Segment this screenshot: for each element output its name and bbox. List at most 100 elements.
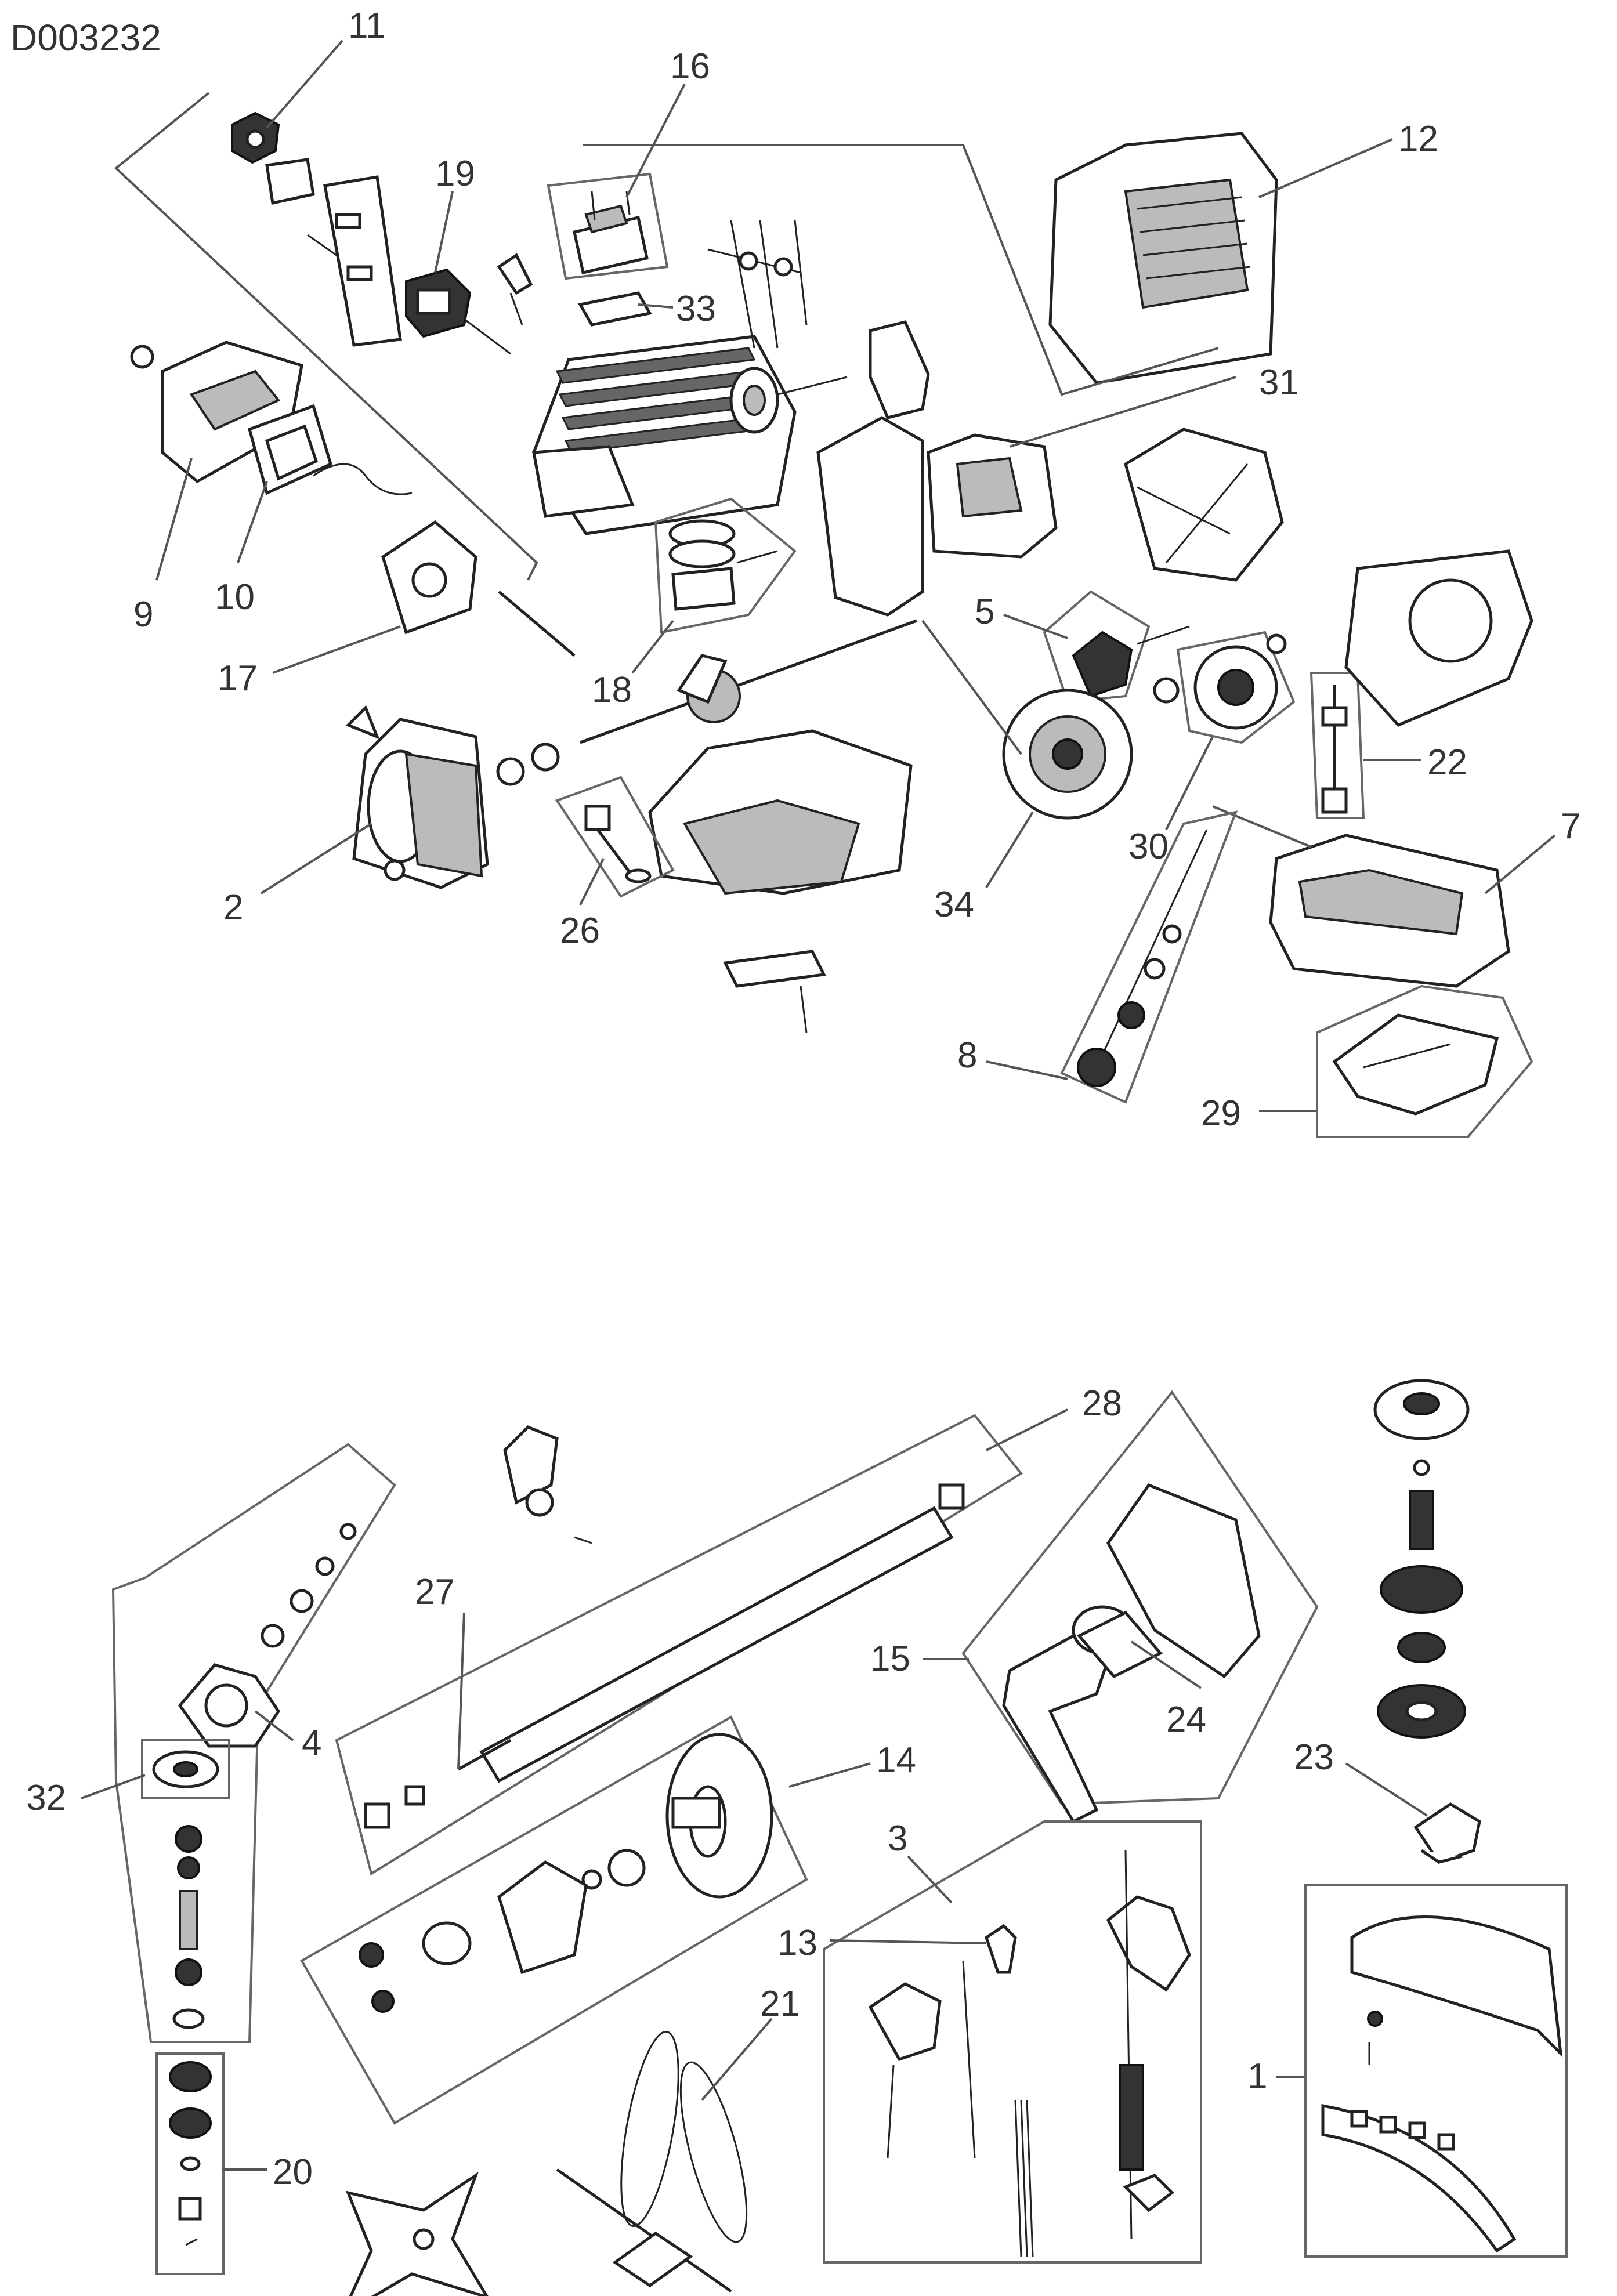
part-22-group-box — [1309, 672, 1365, 819]
part-12-engine-cover — [1048, 132, 1278, 385]
part-label-15: 15 — [870, 1639, 910, 1679]
part-label-13: 13 — [777, 1923, 817, 1963]
leader-26 — [579, 858, 605, 906]
part-21-harness — [556, 2030, 748, 2293]
part-label-8: 8 — [957, 1035, 977, 1075]
part-label-17: 17 — [218, 658, 258, 698]
part-26-component — [584, 805, 652, 883]
part-label-4: 4 — [302, 1723, 321, 1763]
part-8-group-box — [1060, 810, 1238, 1104]
leader-11-frame — [114, 92, 538, 581]
crankcase — [648, 729, 913, 1033]
leader-19 — [434, 191, 454, 273]
part-20-blade-holder — [169, 2061, 212, 2246]
part-label-10: 10 — [215, 577, 255, 617]
valve-train-assembly — [707, 220, 930, 434]
leader-11 — [266, 39, 343, 129]
leader-12 — [1258, 138, 1393, 198]
leader-17 — [272, 625, 401, 674]
leader-7 — [1484, 834, 1556, 895]
part-29-group-box — [1316, 984, 1533, 1138]
leader-5 — [1003, 614, 1068, 639]
part-label-21: 21 — [760, 1984, 800, 2024]
leader-32 — [81, 1774, 146, 1799]
leader-crank-flywheel — [921, 620, 1022, 755]
engine-cylinder — [532, 335, 797, 535]
part-32-bearing-plate — [152, 1750, 219, 1788]
part-label-19: 19 — [435, 154, 475, 194]
leader-13 — [829, 1939, 987, 1944]
part-label-12: 12 — [1398, 119, 1438, 159]
leader-27 — [457, 1612, 465, 1770]
part-13-trigger — [985, 1924, 1017, 1974]
part-label-30: 30 — [1128, 827, 1169, 867]
leader-3 — [907, 1855, 953, 1904]
part-label-5: 5 — [975, 592, 994, 632]
leader-33 — [638, 303, 674, 309]
part-label-23: 23 — [1294, 1737, 1334, 1777]
part-3-group-box — [823, 1820, 1202, 2264]
part-20-group-box — [155, 2052, 225, 2275]
part-18-group-box — [654, 497, 797, 634]
part-16-muffler — [573, 191, 649, 274]
handle-clamp — [503, 1425, 592, 1544]
part-label-11: 11 — [348, 6, 385, 46]
part-label-7: 7 — [1561, 806, 1580, 846]
part-3-throttle — [868, 1850, 1191, 2257]
part-label-9: 9 — [133, 595, 153, 635]
part-label-34: 34 — [934, 885, 974, 925]
part-33-gasket — [578, 291, 652, 327]
part-22-fuel-filter — [1321, 685, 1348, 814]
leader-2 — [260, 823, 372, 895]
part-19-carburetor — [405, 253, 533, 355]
part-label-18: 18 — [592, 670, 632, 710]
part-8-fuel-line — [1077, 829, 1208, 1087]
part-1-group-box — [1304, 1884, 1568, 2258]
leader-18 — [631, 620, 674, 674]
leader-8 — [986, 1060, 1068, 1080]
part-16-group-box — [547, 172, 669, 280]
part-9-air-filter-cover — [130, 341, 303, 484]
part-29-tank-bracket — [1332, 1013, 1499, 1116]
part-label-3: 3 — [888, 1819, 907, 1859]
lower-shaft-stack — [172, 1825, 205, 2029]
part-label-2: 2 — [223, 888, 243, 928]
leader-24 — [1130, 1640, 1202, 1689]
part-label-20: 20 — [273, 2152, 313, 2192]
leader-30 — [1165, 736, 1214, 830]
part-15-handle — [1002, 1483, 1261, 1824]
part-30-group-box — [1176, 631, 1296, 744]
part-label-32: 32 — [26, 1778, 66, 1818]
part-24-grip — [1072, 1605, 1163, 1679]
leader-14 — [788, 1762, 871, 1788]
part-15-group-box — [961, 1390, 1319, 1806]
leader-4 — [254, 1710, 294, 1741]
part-label-29: 29 — [1201, 1093, 1241, 1133]
part-18-piston — [668, 519, 778, 611]
part-30-clutch — [1153, 633, 1287, 730]
part-23-bracket — [1413, 1802, 1481, 1864]
part-27-drive-cable — [457, 1739, 512, 1771]
document-id: D003232 — [10, 17, 161, 59]
part-31-starter-housing — [816, 416, 1284, 617]
leader-16 — [625, 84, 686, 198]
fan-cover — [1344, 549, 1533, 727]
leader-21 — [701, 2018, 773, 2101]
part-label-33: 33 — [676, 289, 716, 329]
part-label-27: 27 — [415, 1572, 455, 1612]
part-14-coupling — [359, 1733, 773, 2013]
part-4-gear-head — [178, 1523, 357, 1748]
part-label-14: 14 — [876, 1740, 916, 1780]
part-14-group-box — [300, 1715, 808, 2125]
leader-16-cover-link — [583, 144, 1219, 396]
leader-23 — [1345, 1762, 1428, 1817]
part-2-recoil-starter — [345, 705, 489, 889]
part-label-28: 28 — [1082, 1384, 1122, 1424]
part-label-1: 1 — [1247, 2056, 1267, 2096]
part-label-24: 24 — [1166, 1700, 1206, 1740]
leader-10 — [237, 481, 268, 563]
part-11-ignition-module — [231, 111, 402, 347]
leader-34 — [985, 811, 1034, 889]
crankshaft — [580, 619, 917, 744]
part-34-flywheel — [1002, 689, 1133, 820]
